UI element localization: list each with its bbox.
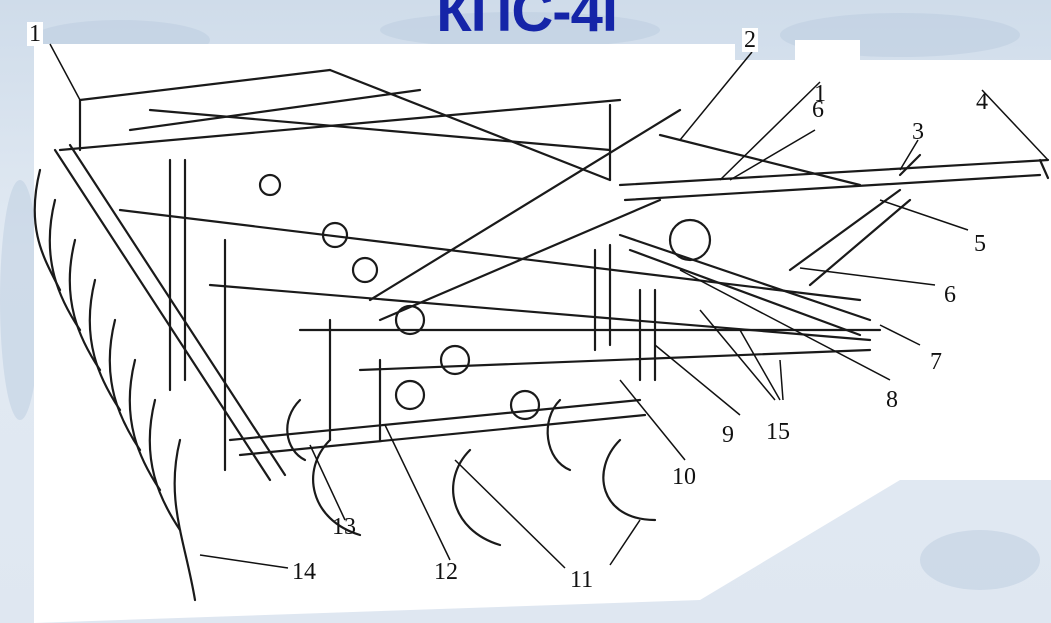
callout-3: 3 (912, 119, 924, 145)
callout-8: 8 (886, 387, 898, 413)
callout-1-left: 1 (27, 21, 43, 47)
callout-7: 7 (930, 349, 942, 375)
callout-4: 4 (976, 89, 988, 115)
callout-6-bottom: 6 (944, 282, 956, 308)
callout-5: 5 (974, 231, 986, 257)
callout-9: 9 (722, 422, 734, 448)
callout-6-top: 6 (812, 97, 824, 123)
callout-2: 2 (742, 27, 758, 53)
page-title: КПС-4Г (436, 0, 634, 44)
callout-15: 15 (766, 419, 790, 445)
callout-11: 11 (570, 567, 594, 593)
callout-12: 12 (434, 559, 458, 585)
callout-1-right: 1 (814, 81, 826, 107)
callout-10: 10 (672, 464, 696, 490)
callout-14: 14 (292, 559, 316, 585)
callout-13: 13 (332, 514, 356, 540)
